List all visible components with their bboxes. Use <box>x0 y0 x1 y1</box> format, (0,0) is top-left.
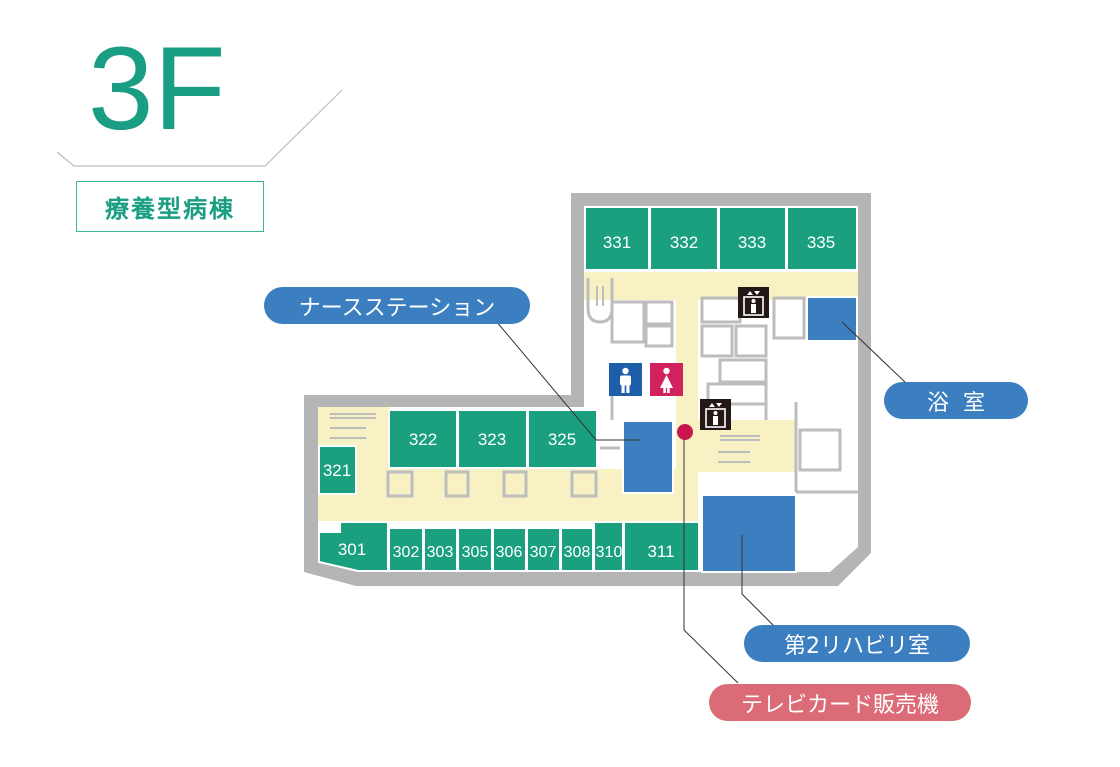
room-311-label: 311 <box>647 542 674 561</box>
room-325 <box>527 409 598 469</box>
room-321 <box>318 445 357 495</box>
rehab-room-2-area <box>701 494 797 573</box>
stair-handrail <box>586 278 614 324</box>
room-322 <box>388 409 458 469</box>
tv-card-vending-callout: テレビカード販売機 <box>709 684 971 721</box>
floor-title: 3F <box>88 23 226 155</box>
room-301-label: 301 <box>338 540 366 559</box>
bath-callout: 浴室 <box>884 382 1028 419</box>
room-331 <box>584 206 650 271</box>
room-333-label: 333 <box>738 233 766 252</box>
ward-name-label: 療養型病棟 <box>76 181 264 232</box>
room-306 <box>492 527 527 572</box>
room-306-label: 306 <box>496 544 523 561</box>
room-308-label: 308 <box>564 544 591 561</box>
room-332 <box>649 206 719 271</box>
nurse-station-callout: ナースステーション <box>264 287 530 324</box>
room-335-label: 335 <box>807 233 835 252</box>
room-322-label: 322 <box>409 430 437 449</box>
room-307-label: 307 <box>530 544 557 561</box>
mens-toilet-icon <box>609 363 642 396</box>
elevator-icon <box>700 399 731 430</box>
stairs <box>330 413 760 463</box>
room-302-label: 302 <box>393 544 420 561</box>
room-321-label: 321 <box>323 461 351 480</box>
room-333 <box>718 206 787 271</box>
room-308 <box>560 527 594 572</box>
room-310 <box>593 521 624 572</box>
room-305-label: 305 <box>462 544 489 561</box>
womens-toilet-icon <box>650 363 683 396</box>
nurse-station-area <box>622 420 674 494</box>
utility-rooms <box>386 296 858 498</box>
room-310-label: 310 <box>596 544 623 561</box>
rehab-room-2-callout: 第2リハビリ室 <box>744 625 970 662</box>
room-323-label: 323 <box>478 430 506 449</box>
room-325-label: 325 <box>548 430 576 449</box>
room-332-label: 332 <box>670 233 698 252</box>
leader-lines <box>495 320 907 684</box>
room-311 <box>623 521 700 572</box>
room-335 <box>786 206 858 271</box>
room-323 <box>457 409 528 469</box>
bath-area <box>806 296 858 342</box>
room-331-label: 331 <box>603 233 631 252</box>
vending-machine-marker <box>677 424 693 440</box>
room-303-label: 303 <box>427 544 454 561</box>
room-307 <box>526 527 561 572</box>
elevator-icon <box>738 287 769 318</box>
